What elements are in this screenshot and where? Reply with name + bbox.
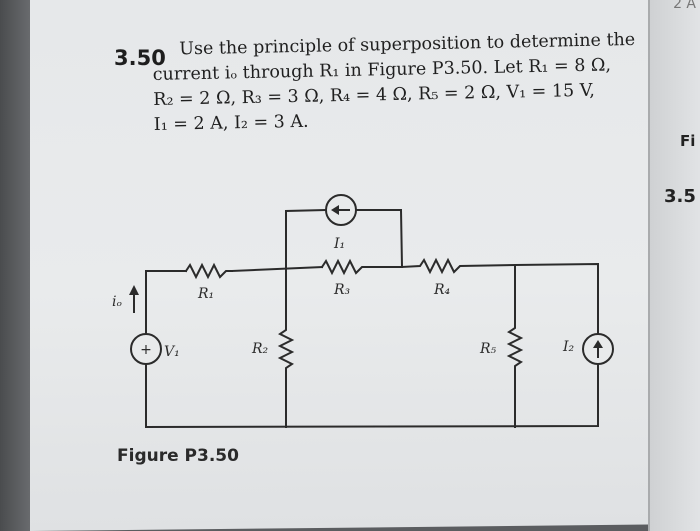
wire-i1-right — [356, 209, 404, 269]
section-fragment: 3.5 — [664, 186, 696, 207]
resistor-r2 — [277, 268, 295, 428]
label-i1: I₁ — [333, 236, 345, 252]
wire-left-top — [145, 270, 187, 334]
label-i2: I₂ — [562, 339, 575, 355]
label-io: iₒ — [112, 294, 122, 310]
wire-i1-left — [285, 208, 327, 270]
label-r1: R₁ — [197, 286, 214, 302]
resistor-r4 — [400, 257, 517, 275]
figure-caption: Figure P3.50 — [117, 446, 239, 466]
wire-top-right — [513, 262, 599, 334]
resistor-r5 — [506, 264, 524, 428]
resistor-r3 — [320, 258, 403, 276]
resistor-r1 — [184, 262, 233, 280]
label-r4: R₄ — [433, 282, 451, 298]
label-r2: R₂ — [251, 341, 269, 357]
label-r3: R₃ — [333, 282, 351, 298]
desk-background — [0, 0, 34, 531]
corner-text: 2 A — [673, 0, 696, 12]
voltage-source-v1 — [130, 333, 162, 365]
current-arrow-head — [129, 285, 139, 295]
label-r5: R₅ — [479, 341, 497, 357]
label-v1: V₁ — [164, 344, 180, 360]
wire-bottom — [145, 364, 599, 429]
plus-sign: + — [140, 342, 152, 358]
problem-number: 3.50 — [114, 46, 166, 70]
i2-arrow-head — [593, 340, 603, 348]
figure-ref-fragment: Fi — [680, 132, 696, 150]
wire-r1-r3 — [230, 265, 324, 273]
next-page-edge: 2 A Fi 3.5 — [648, 0, 700, 531]
i1-arrow-head — [331, 205, 339, 215]
